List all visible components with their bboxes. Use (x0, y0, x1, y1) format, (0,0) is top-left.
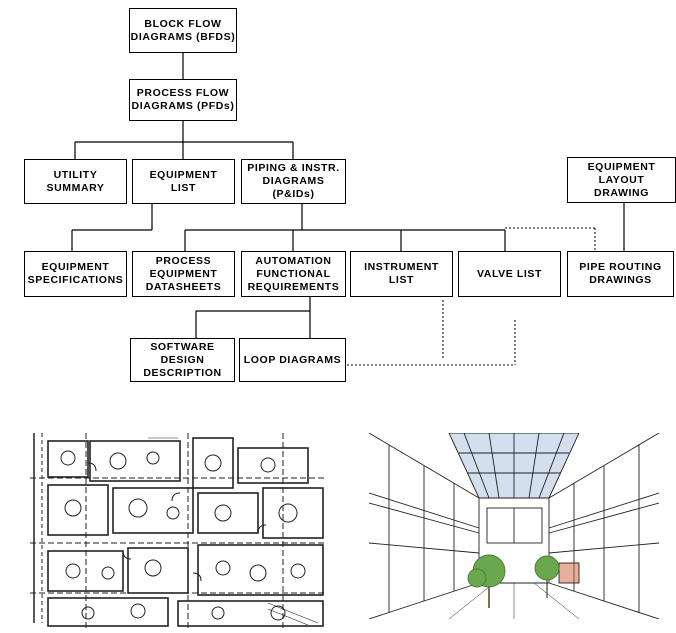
instrument-list-box: INSTRUMENT LIST (350, 251, 453, 297)
instrument-list-label: INSTRUMENT LIST (364, 261, 439, 286)
block-flow-diagrams-box: BLOCK FLOW DIAGRAMS (BFDS) (129, 8, 237, 53)
connector-lines (71, 53, 625, 338)
utility-summary-box: UTILITY SUMMARY (24, 159, 127, 204)
equipment-specifications-box: EQUIPMENT SPECIFICATIONS (24, 251, 127, 297)
atrium-perspective-sketch (369, 433, 659, 619)
equipment-specifications-label: EQUIPMENT SPECIFICATIONS (27, 261, 124, 286)
process-equipment-datasheets-box: PROCESS EQUIPMENT DATASHEETS (132, 251, 235, 297)
software-design-description-box: SOFTWARE DESIGN DESCRIPTION (130, 338, 235, 382)
equipment-list-box: EQUIPMENT LIST (132, 159, 235, 204)
pipe-routing-drawings-label: PIPE ROUTING DRAWINGS (579, 261, 662, 286)
automation-functional-requirements-box: AUTOMATION FUNCTIONAL REQUIREMENTS (241, 251, 346, 297)
floor-plan-drawing (28, 433, 327, 629)
pipe-routing-drawings-box: PIPE ROUTING DRAWINGS (567, 251, 674, 297)
dotted-connector-lines (347, 227, 596, 366)
valve-list-box: VALVE LIST (458, 251, 561, 297)
equipment-list-label: EQUIPMENT LIST (149, 168, 218, 194)
process-equipment-datasheets-label: PROCESS EQUIPMENT DATASHEETS (145, 254, 222, 293)
block-flow-diagrams-label: BLOCK FLOW DIAGRAMS (BFDS) (130, 17, 236, 43)
loop-diagrams-box: LOOP DIAGRAMS (239, 338, 346, 382)
piping-instrumentation-diagrams-label: PIPING & INSTR. DIAGRAMS (P&IDs) (247, 162, 340, 200)
document-flow-diagram: BLOCK FLOW DIAGRAMS (BFDS) PROCESS FLOW … (24, 8, 676, 382)
loop-diagrams-label: LOOP DIAGRAMS (243, 353, 342, 366)
process-flow-diagrams-label: PROCESS FLOW DIAGRAMS (PFDs) (131, 87, 235, 112)
software-design-description-label: SOFTWARE DESIGN DESCRIPTION (143, 340, 222, 379)
valve-list-label: VALVE LIST (476, 267, 543, 280)
piping-instrumentation-diagrams-box: PIPING & INSTR. DIAGRAMS (P&IDs) (241, 159, 346, 204)
illustrations-row (0, 400, 676, 633)
automation-functional-requirements-label: AUTOMATION FUNCTIONAL REQUIREMENTS (247, 254, 340, 293)
process-flow-diagrams-box: PROCESS FLOW DIAGRAMS (PFDs) (129, 79, 237, 121)
utility-summary-label: UTILITY SUMMARY (46, 168, 105, 194)
equipment-layout-drawing-label: EQUIPMENT LAYOUT DRAWING (587, 160, 656, 199)
equipment-layout-drawing-box: EQUIPMENT LAYOUT DRAWING (567, 157, 676, 203)
